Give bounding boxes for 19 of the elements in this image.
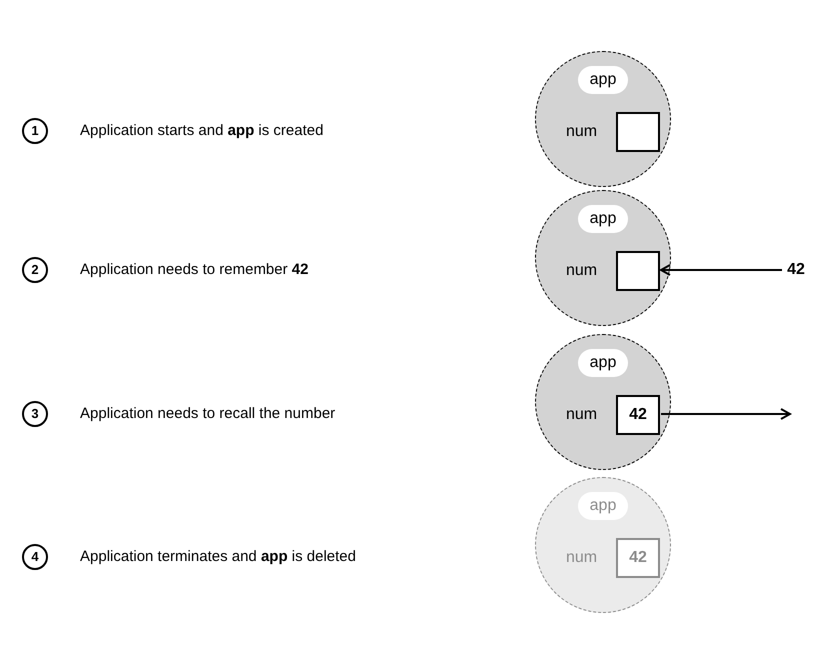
value-box: 42 (616, 538, 660, 578)
variable-label: num (566, 122, 598, 142)
variable-label: num (566, 261, 598, 281)
value-text: 42 (784, 259, 808, 281)
step-description: Application needs to remember 42 (80, 260, 308, 280)
empty-value-box (616, 251, 660, 291)
arrow (660, 264, 782, 276)
step-description: Application needs to recall the number (80, 404, 336, 424)
variable-label: num (566, 548, 598, 568)
value-box: 42 (616, 395, 660, 435)
empty-value-box (616, 112, 660, 152)
object-name-label: app (578, 205, 628, 233)
object-name-label: app (578, 492, 628, 520)
step-description: Application terminates and app is deleted (80, 547, 356, 567)
object-name-label: app (578, 349, 628, 377)
step-description: Application starts and app is created (80, 121, 324, 141)
variable-label: num (566, 405, 598, 425)
arrow (661, 408, 791, 420)
object-name-label: app (578, 66, 628, 94)
